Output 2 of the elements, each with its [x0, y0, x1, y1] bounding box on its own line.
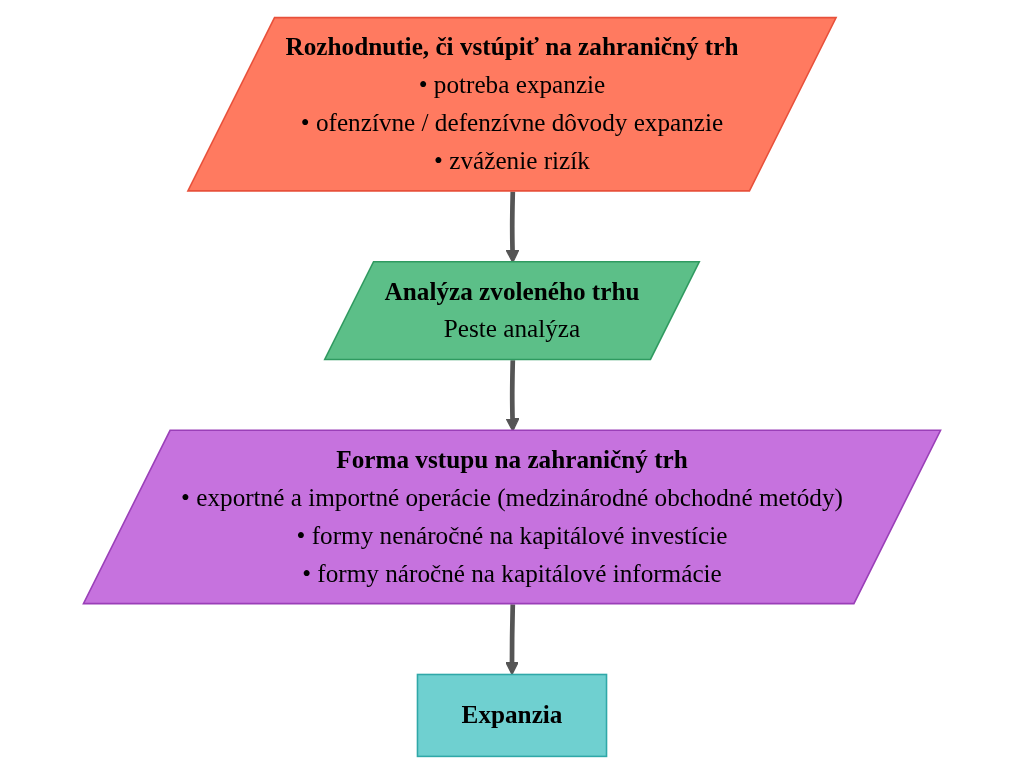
node-box: Expanzia: [416, 673, 608, 758]
arrow: [505, 604, 519, 676]
